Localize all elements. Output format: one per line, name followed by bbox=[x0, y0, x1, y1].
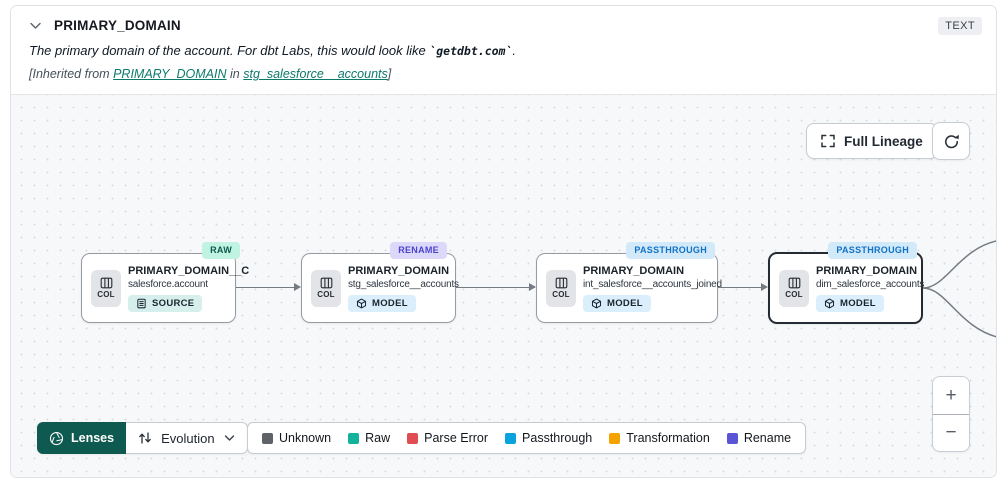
lineage-node-stg-salesforce-accounts[interactable]: RENAME COL PRIMARY_DOMAIN stg_salesforce… bbox=[301, 242, 459, 323]
edge-source-to-stg bbox=[236, 282, 301, 291]
lineage-node-int-salesforce-accounts-joined[interactable]: PASSTHROUGH COL PRIMARY_DOMAIN int_sales… bbox=[536, 242, 722, 323]
column-type-chip: COL bbox=[91, 269, 121, 307]
model-cube-icon bbox=[824, 298, 835, 308]
chevron-down-icon[interactable] bbox=[29, 20, 42, 32]
lineage-node-dim-salesforce-accounts[interactable]: PASSTHROUGH COL PRIMARY_DOMAIN dim_sales… bbox=[768, 242, 925, 324]
legend-swatch-parse-error bbox=[407, 432, 419, 444]
lineage-canvas[interactable]: Full Lineage RAW COL PRIMARY_DOMAIN__C s… bbox=[11, 95, 996, 477]
legend-item: Passthrough bbox=[505, 431, 592, 445]
legend-swatch-rename bbox=[726, 432, 738, 444]
lenses-button[interactable]: Lenses bbox=[37, 422, 127, 454]
lens-dropdown[interactable]: Evolution bbox=[126, 422, 248, 454]
resource-type-label: MODEL bbox=[372, 297, 408, 309]
inherited-prefix: [Inherited from bbox=[29, 67, 114, 81]
node-column-name: PRIMARY_DOMAIN__C bbox=[128, 264, 250, 277]
columns-icon bbox=[555, 277, 567, 289]
node-model-name: int_salesforce__accounts_joined bbox=[583, 278, 722, 290]
inherited-model-link[interactable]: stg_salesforce__accounts bbox=[243, 67, 388, 81]
inherited-suffix: ] bbox=[387, 67, 392, 81]
column-description: The primary domain of the account. For d… bbox=[29, 43, 980, 58]
description-text: The primary domain of the account. For d… bbox=[29, 43, 430, 58]
legend-label: Rename bbox=[743, 431, 792, 445]
description-period: . bbox=[512, 43, 517, 58]
legend-swatch-raw bbox=[348, 432, 360, 444]
col-label: COL bbox=[97, 290, 115, 299]
inherited-from-line: [Inherited from PRIMARY_DOMAIN in stg_sa… bbox=[29, 67, 980, 81]
node-column-name: PRIMARY_DOMAIN bbox=[583, 264, 685, 277]
model-cube-icon bbox=[591, 298, 602, 308]
legend-label: Passthrough bbox=[522, 431, 593, 445]
node-model-name: stg_salesforce__accounts bbox=[348, 278, 459, 290]
page-title: PRIMARY_DOMAIN bbox=[54, 18, 181, 33]
legend-item: Parse Error bbox=[407, 431, 488, 445]
legend-swatch-transformation bbox=[609, 432, 621, 444]
column-type-badge: TEXT bbox=[938, 17, 982, 35]
full-lineage-button[interactable]: Full Lineage bbox=[806, 123, 938, 159]
evolution-icon bbox=[139, 432, 151, 444]
columns-icon bbox=[788, 277, 800, 289]
evolution-badge: RENAME bbox=[390, 242, 447, 259]
legend-label: Parse Error bbox=[424, 431, 489, 445]
edge-stg-to-int bbox=[456, 282, 536, 291]
resource-type-label: SOURCE bbox=[152, 297, 195, 309]
legend-item: Transformation bbox=[609, 431, 710, 445]
column-type-chip: COL bbox=[311, 269, 341, 307]
evolution-legend: Unknown Raw Parse Error Passthrough Tran… bbox=[247, 422, 807, 454]
refresh-button[interactable] bbox=[932, 122, 970, 160]
source-icon bbox=[137, 298, 146, 308]
legend-label: Raw bbox=[365, 431, 391, 445]
evolution-badge: RAW bbox=[202, 242, 240, 259]
edge-fanout-downstream bbox=[923, 240, 996, 338]
zoom-out-button[interactable]: − bbox=[933, 414, 969, 451]
node-model-name: dim_salesforce_accounts bbox=[816, 278, 925, 290]
refresh-icon bbox=[943, 133, 960, 150]
evolution-badge: PASSTHROUGH bbox=[828, 242, 917, 259]
resource-type-pill: MODEL bbox=[583, 294, 651, 312]
chevron-down-icon bbox=[224, 435, 234, 441]
zoom-in-button[interactable]: + bbox=[933, 377, 969, 414]
resource-type-label: MODEL bbox=[840, 297, 876, 309]
col-label: COL bbox=[552, 290, 570, 299]
lenses-control: Lenses Evolution bbox=[37, 422, 248, 454]
columns-icon bbox=[320, 277, 332, 289]
col-label: COL bbox=[785, 290, 803, 299]
lenses-label: Lenses bbox=[71, 431, 115, 445]
legend-item: Rename bbox=[726, 431, 792, 445]
node-column-name: PRIMARY_DOMAIN bbox=[816, 264, 918, 277]
selected-lens-label: Evolution bbox=[161, 430, 215, 446]
model-cube-icon bbox=[356, 298, 367, 308]
legend-item: Raw bbox=[348, 431, 390, 445]
legend-label: Unknown bbox=[279, 431, 332, 445]
node-column-name: PRIMARY_DOMAIN bbox=[348, 264, 450, 277]
zoom-controls: + − bbox=[932, 376, 970, 452]
lineage-node-salesforce-account[interactable]: RAW COL PRIMARY_DOMAIN__C salesforce.acc… bbox=[81, 242, 249, 323]
col-label: COL bbox=[317, 290, 335, 299]
resource-type-label: MODEL bbox=[607, 297, 643, 309]
column-title-row: PRIMARY_DOMAIN TEXT bbox=[29, 17, 982, 35]
column-header-card: PRIMARY_DOMAIN TEXT The primary domain o… bbox=[11, 6, 996, 95]
edge-int-to-dim bbox=[718, 282, 768, 291]
resource-type-pill: SOURCE bbox=[128, 294, 203, 312]
full-lineage-label: Full Lineage bbox=[844, 133, 923, 149]
resource-type-pill: MODEL bbox=[348, 294, 416, 312]
column-lineage-panel: PRIMARY_DOMAIN TEXT The primary domain o… bbox=[10, 5, 997, 478]
legend-swatch-unknown bbox=[262, 432, 273, 444]
columns-icon bbox=[100, 277, 112, 289]
inherited-middle: in bbox=[226, 67, 244, 81]
lens-aperture-icon bbox=[49, 431, 64, 445]
column-type-chip: COL bbox=[546, 269, 576, 307]
legend-label: Transformation bbox=[626, 431, 710, 445]
description-code: `getdbt.com` bbox=[429, 44, 513, 58]
inherited-column-link[interactable]: PRIMARY_DOMAIN bbox=[113, 67, 227, 81]
expand-icon bbox=[821, 134, 835, 148]
evolution-badge: PASSTHROUGH bbox=[626, 242, 715, 259]
legend-item: Unknown bbox=[262, 431, 331, 445]
resource-type-pill: MODEL bbox=[816, 294, 884, 312]
node-model-name: salesforce.account bbox=[128, 278, 208, 290]
column-type-chip: COL bbox=[779, 269, 809, 307]
legend-swatch-passthrough bbox=[505, 432, 517, 444]
